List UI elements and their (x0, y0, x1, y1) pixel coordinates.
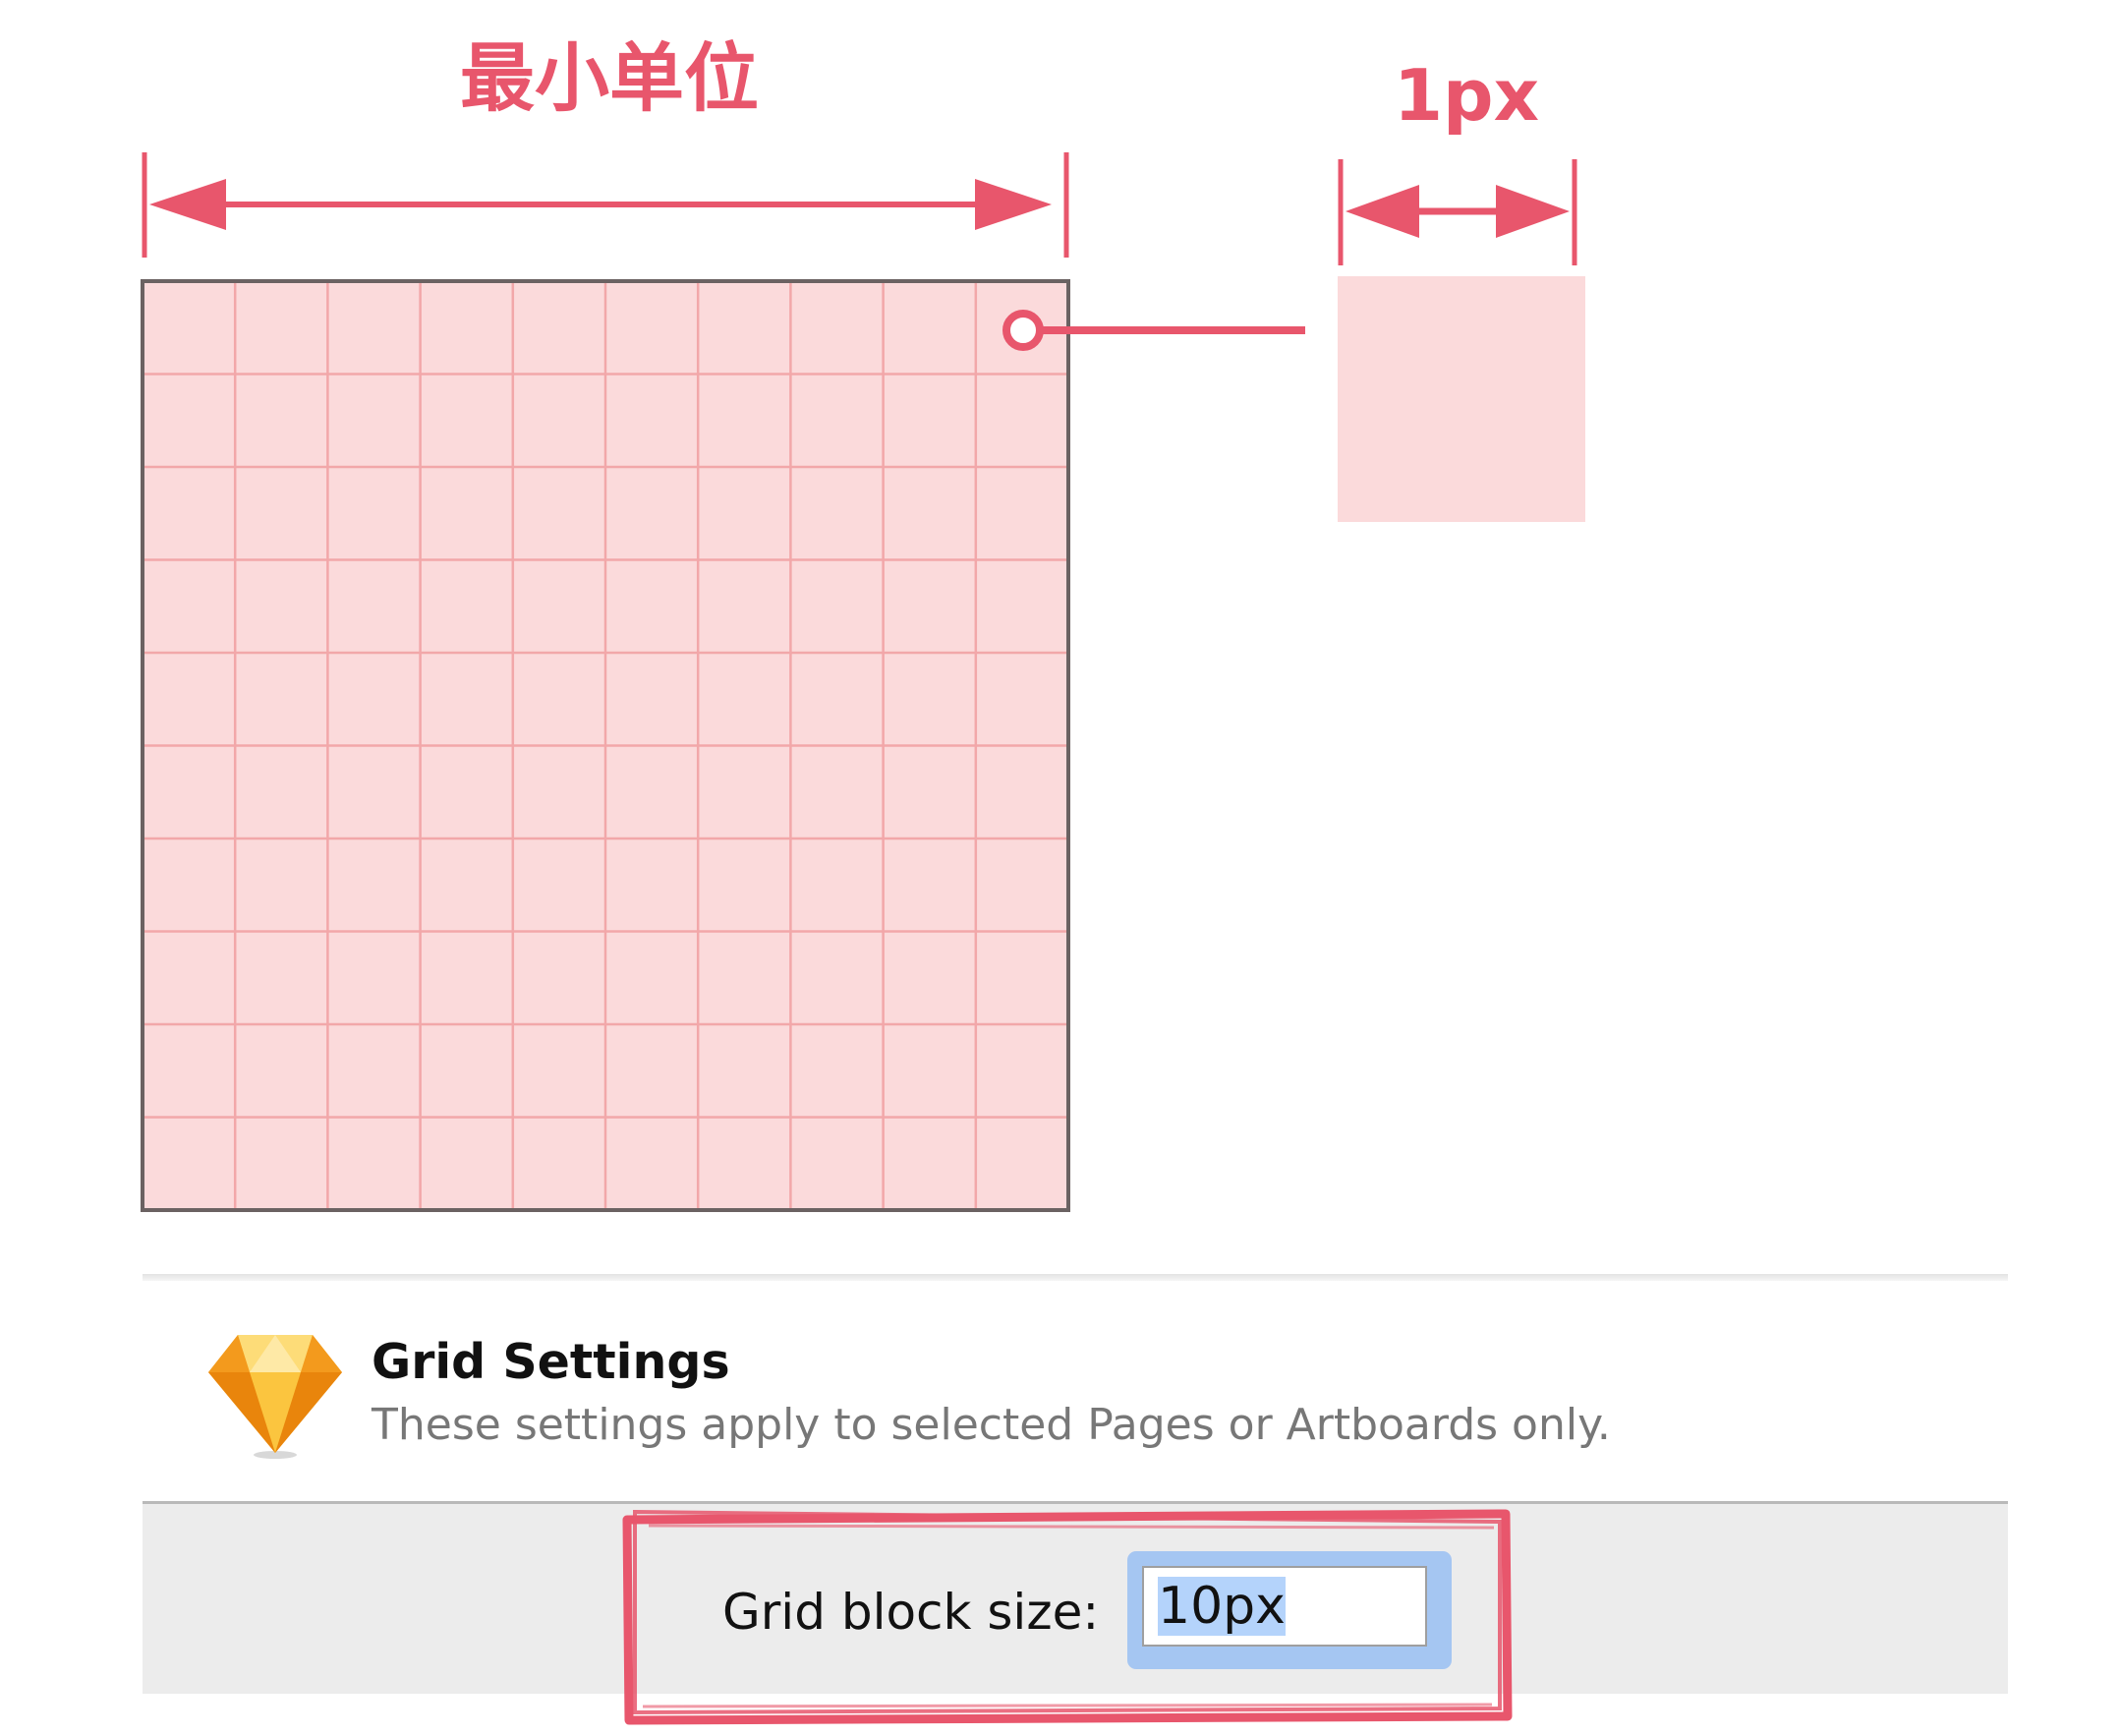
dialog-subtitle: These settings apply to selected Pages o… (372, 1400, 1611, 1450)
grid-block-size-input[interactable] (1142, 1566, 1427, 1647)
dialog-top-divider (143, 1274, 2008, 1281)
highlight-frame-scribble-bottom (642, 1703, 1493, 1708)
single-pixel-square (1338, 276, 1585, 522)
grid-border (141, 279, 1070, 1212)
pixel-label: 1px (1393, 54, 1540, 137)
pixel-dimension-left-arrowhead (1346, 185, 1419, 238)
sketch-diamond-icon (208, 1335, 342, 1459)
pixel-dimension-right-arrowhead (1496, 185, 1570, 238)
pixel-callout-connector (1002, 310, 1305, 351)
unit-dimension-right-arrowhead (975, 179, 1052, 230)
dialog-title: Grid Settings (372, 1334, 730, 1390)
unit-width-dimension-arrow (142, 152, 1069, 258)
pixel-width-dimension-arrow (1338, 159, 1577, 265)
dialog-header (143, 1281, 2008, 1501)
grid-lines (143, 281, 1068, 1210)
callout-marker-ring (1002, 310, 1044, 351)
grid-diagram (141, 152, 1585, 1212)
grid-block-size-label: Grid block size: (722, 1584, 1100, 1641)
unit-dimension-left-arrowhead (149, 179, 226, 230)
unit-label: 最小单位 (460, 34, 759, 122)
grid-square (141, 279, 1070, 1212)
